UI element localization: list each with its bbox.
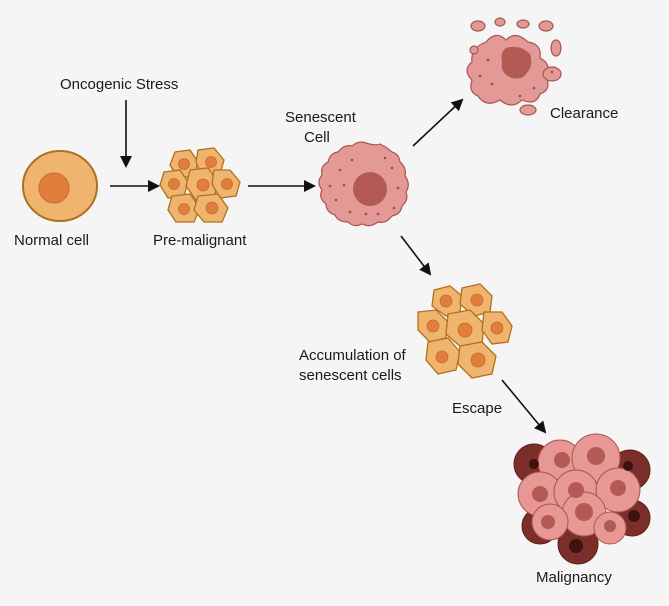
senescent-cluster-icon [417,283,513,379]
accumulation-label-line1: Accumulation of [299,347,406,364]
normal-cell-label: Normal cell [14,232,90,249]
senescent-cell-icon [318,141,409,227]
malignant-tumor-icon [513,433,651,565]
normal-cell-icon [22,150,98,222]
cleared-cell-fragments-icon [466,17,562,116]
clearance-label: Clearance [550,105,619,122]
senescent-cell-label-line2: Cell [304,129,330,146]
accumulation-label-line2: senescent cells [299,367,402,384]
escape-arrow [501,379,547,434]
senescent-to-clearance-arrow [412,98,464,147]
senescent-to-accumulation-arrow [400,235,432,276]
pre-malignant-cluster-icon [159,147,241,223]
senescent-cell-label-line1: Senescent [285,109,356,126]
malignancy-label: Malignancy [536,569,612,586]
escape-label: Escape [452,400,503,417]
pre-malignant-label: Pre-malignant [153,232,247,249]
oncogenic-stress-label: Oncogenic Stress [60,76,179,93]
